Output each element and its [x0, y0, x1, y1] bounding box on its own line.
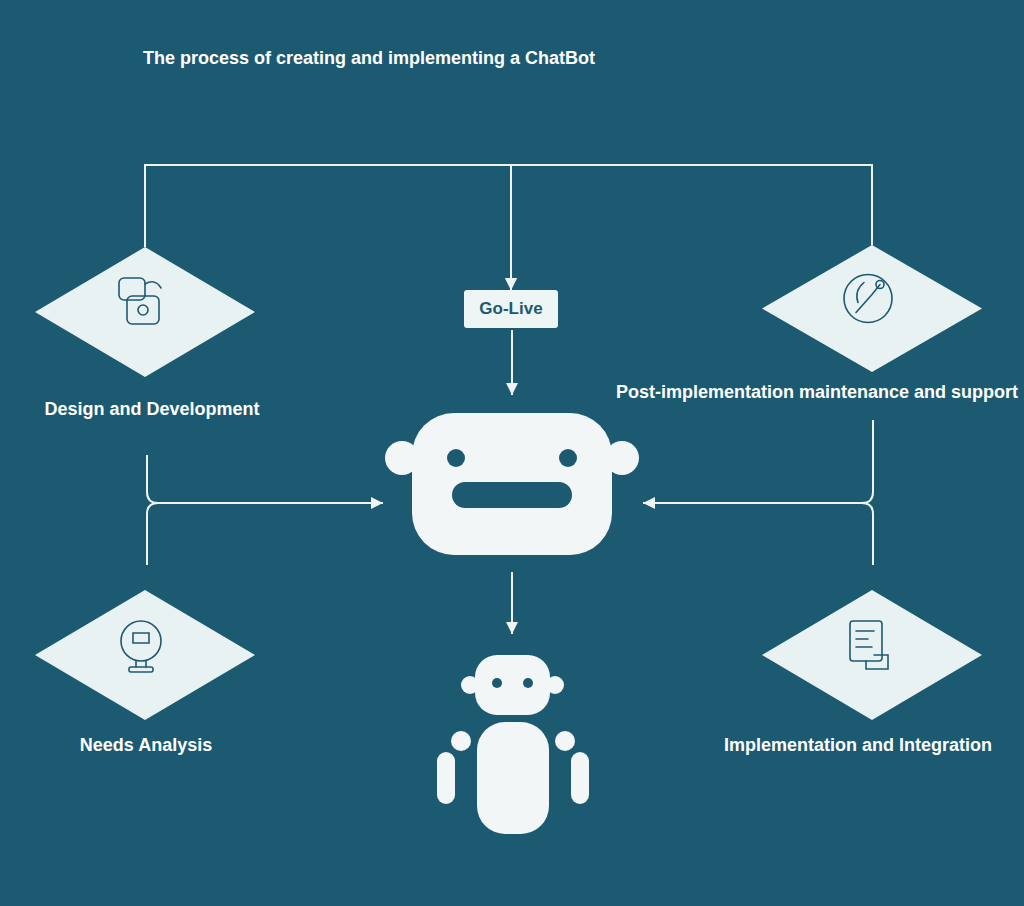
- step-diamond: Post-implementation maintenance and supp…: [762, 245, 982, 372]
- flow-connector: [145, 165, 511, 290]
- step-diamond: Design and Development: [35, 247, 255, 377]
- process-box: Go-Live: [464, 290, 558, 328]
- step-label: Post-implementation maintenance and supp…: [616, 381, 1018, 403]
- feed-line: [147, 503, 158, 565]
- step-icon: [850, 621, 888, 669]
- feed-line: [147, 455, 383, 503]
- diamond-outline: [762, 590, 982, 720]
- step-icon: [844, 275, 892, 323]
- step-diamond: Implementation and Integration: [762, 590, 982, 720]
- feed-lines: [147, 330, 873, 634]
- diamond-outline: [35, 590, 255, 720]
- step-label: Needs Analysis: [80, 734, 212, 756]
- diamond-shape: [762, 245, 982, 372]
- robot-head: [385, 413, 639, 555]
- step-icon: [121, 621, 161, 672]
- box-label: Go-Live: [479, 299, 542, 319]
- diamond-shape: [35, 247, 255, 377]
- step-icon: [119, 278, 161, 324]
- feed-line: [511, 572, 513, 634]
- robot-figure: [437, 655, 589, 834]
- diamond-outline: [35, 247, 255, 377]
- feed-line: [643, 420, 873, 503]
- step-label: Implementation and Integration: [724, 734, 992, 756]
- step-label: Design and Development: [44, 398, 259, 420]
- diamond-shape: [35, 590, 255, 720]
- diagram-title: The process of creating and implementing…: [143, 47, 595, 69]
- diamond-shape: [762, 590, 982, 720]
- step-diamond: Needs Analysis: [35, 590, 255, 720]
- flow-connector: [511, 165, 872, 290]
- feed-line: [862, 503, 873, 565]
- diamond-outline: [762, 245, 982, 372]
- feed-line: [511, 330, 513, 395]
